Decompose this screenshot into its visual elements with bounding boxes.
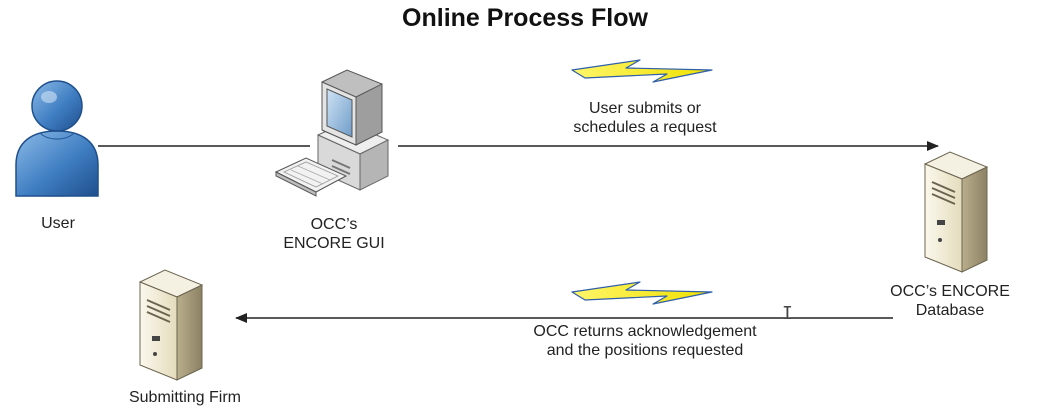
page-title: Online Process Flow <box>402 4 648 32</box>
database-label: OCC’s ENCORE Database <box>880 282 1020 320</box>
return-label-line1: OCC returns acknowledgement <box>533 323 757 340</box>
person-icon <box>15 80 99 197</box>
gui-label: OCC’s ENCORE GUI <box>268 215 400 253</box>
database-label-line1: OCC’s ENCORE <box>890 283 1010 300</box>
server-icon-database <box>923 151 989 273</box>
gui-label-line2: ENCORE GUI <box>283 235 385 252</box>
user-label: User <box>28 214 88 233</box>
submit-request-label: User submits or schedules a request <box>545 99 745 137</box>
lightning-bolt-icon <box>571 281 713 305</box>
computer-icon <box>274 69 390 197</box>
user-label-text: User <box>41 215 75 232</box>
text-cursor-icon: I <box>782 303 793 324</box>
firm-label-text: Submitting Firm <box>128 389 242 406</box>
return-response-label: OCC returns acknowledgement and the posi… <box>500 322 790 360</box>
submit-label-line2: schedules a request <box>573 119 717 136</box>
return-label-line2: and the positions requested <box>546 342 744 359</box>
server-icon-firm <box>138 269 204 381</box>
submit-label-line1: User submits or <box>588 100 702 117</box>
firm-label: Submitting Firm <box>100 388 270 407</box>
database-label-line2: Database <box>915 302 985 319</box>
gui-label-line1: OCC’s <box>310 216 358 233</box>
lightning-bolt-icon <box>571 59 713 83</box>
